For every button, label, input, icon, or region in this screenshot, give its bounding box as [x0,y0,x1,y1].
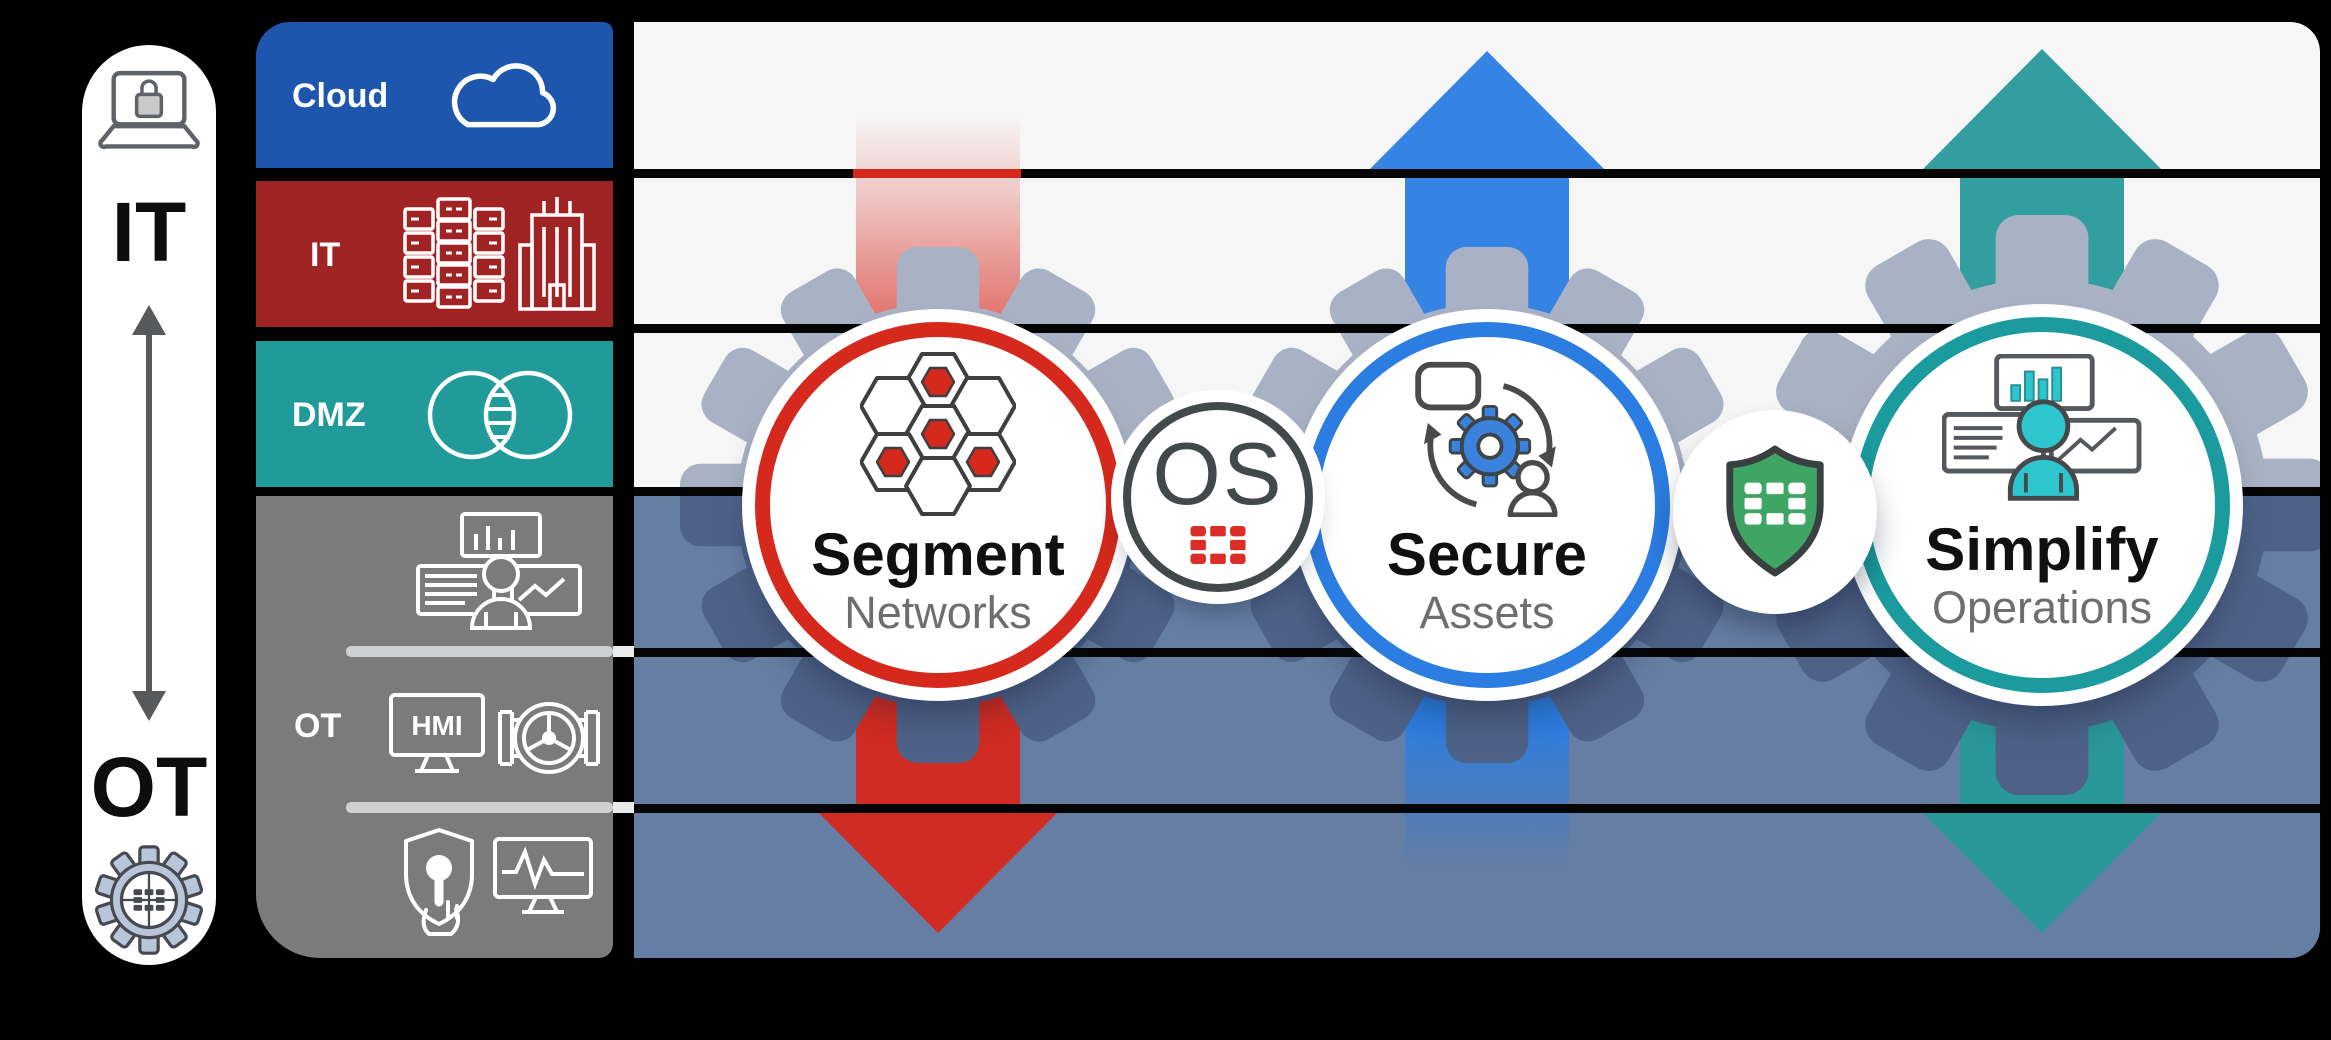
building-icon [518,197,596,311]
connector-os-circle: OS [1123,402,1313,592]
step-secure-circle: Secure Assets [1304,322,1670,688]
step-secure-subtitle: Assets [1419,587,1555,638]
cloud-icon [451,63,557,128]
server-rack-icon [403,197,505,309]
step-secure-title: Secure [1386,521,1588,588]
fortinet-shield-icon [1726,445,1824,577]
layer-line-1 [634,169,2320,178]
pill-ot-label: OT [90,740,208,834]
hmi-monitor-icon: HMI [389,693,485,773]
waveform-monitor-icon [493,837,593,914]
ot-divider-1 [346,646,613,657]
main-panel: Segment Networks OS [634,22,2320,958]
step-segment-subtitle: Networks [844,587,1032,638]
divider-stub-1 [613,646,634,657]
ot-divider-2 [346,802,613,813]
layer-cloud: Cloud [256,22,613,168]
valve-icon [498,702,600,774]
layer-it: IT [256,181,613,327]
step-simplify-circle: Simplify Operations [1854,317,2230,693]
asset-rotation-icon [1415,361,1558,517]
updown-arrow-icon [132,305,166,721]
layer-cloud-label: Cloud [292,77,389,115]
step-simplify-subtitle: Operations [1931,582,2153,633]
layer-it-label: IT [310,236,341,274]
touch-shield-icon [404,828,474,936]
step-simplify-title: Simplify [1925,516,2159,583]
hexagon-cluster-icon [860,352,1016,516]
pill-it-label: IT [111,185,187,279]
divider-stub-2 [613,802,634,813]
venn-overlap-icon [427,370,573,460]
layer-dmz: DMZ [256,341,613,487]
ot-gear-icon [94,845,204,955]
hmi-text: HMI [411,710,462,741]
step-segment-title: Segment [811,521,1065,588]
layer-line-5 [634,804,2320,813]
layer-dmz-label: DMZ [292,396,366,434]
operations-team-icon [1942,354,2142,501]
layer-ot: OT HMI [256,496,613,958]
layer-ot-label: OT [294,707,342,745]
red-line-overlap [853,169,1021,178]
fortinet-grid-icon [1190,526,1246,564]
operator-dashboard-icon [416,512,582,630]
connector-shield-circle [1675,412,1875,612]
os-label: OS [1152,424,1284,523]
it-ot-pill: IT OT [82,45,216,965]
step-segment-circle: Segment Networks [755,322,1121,688]
laptop-lock-icon [98,70,200,150]
